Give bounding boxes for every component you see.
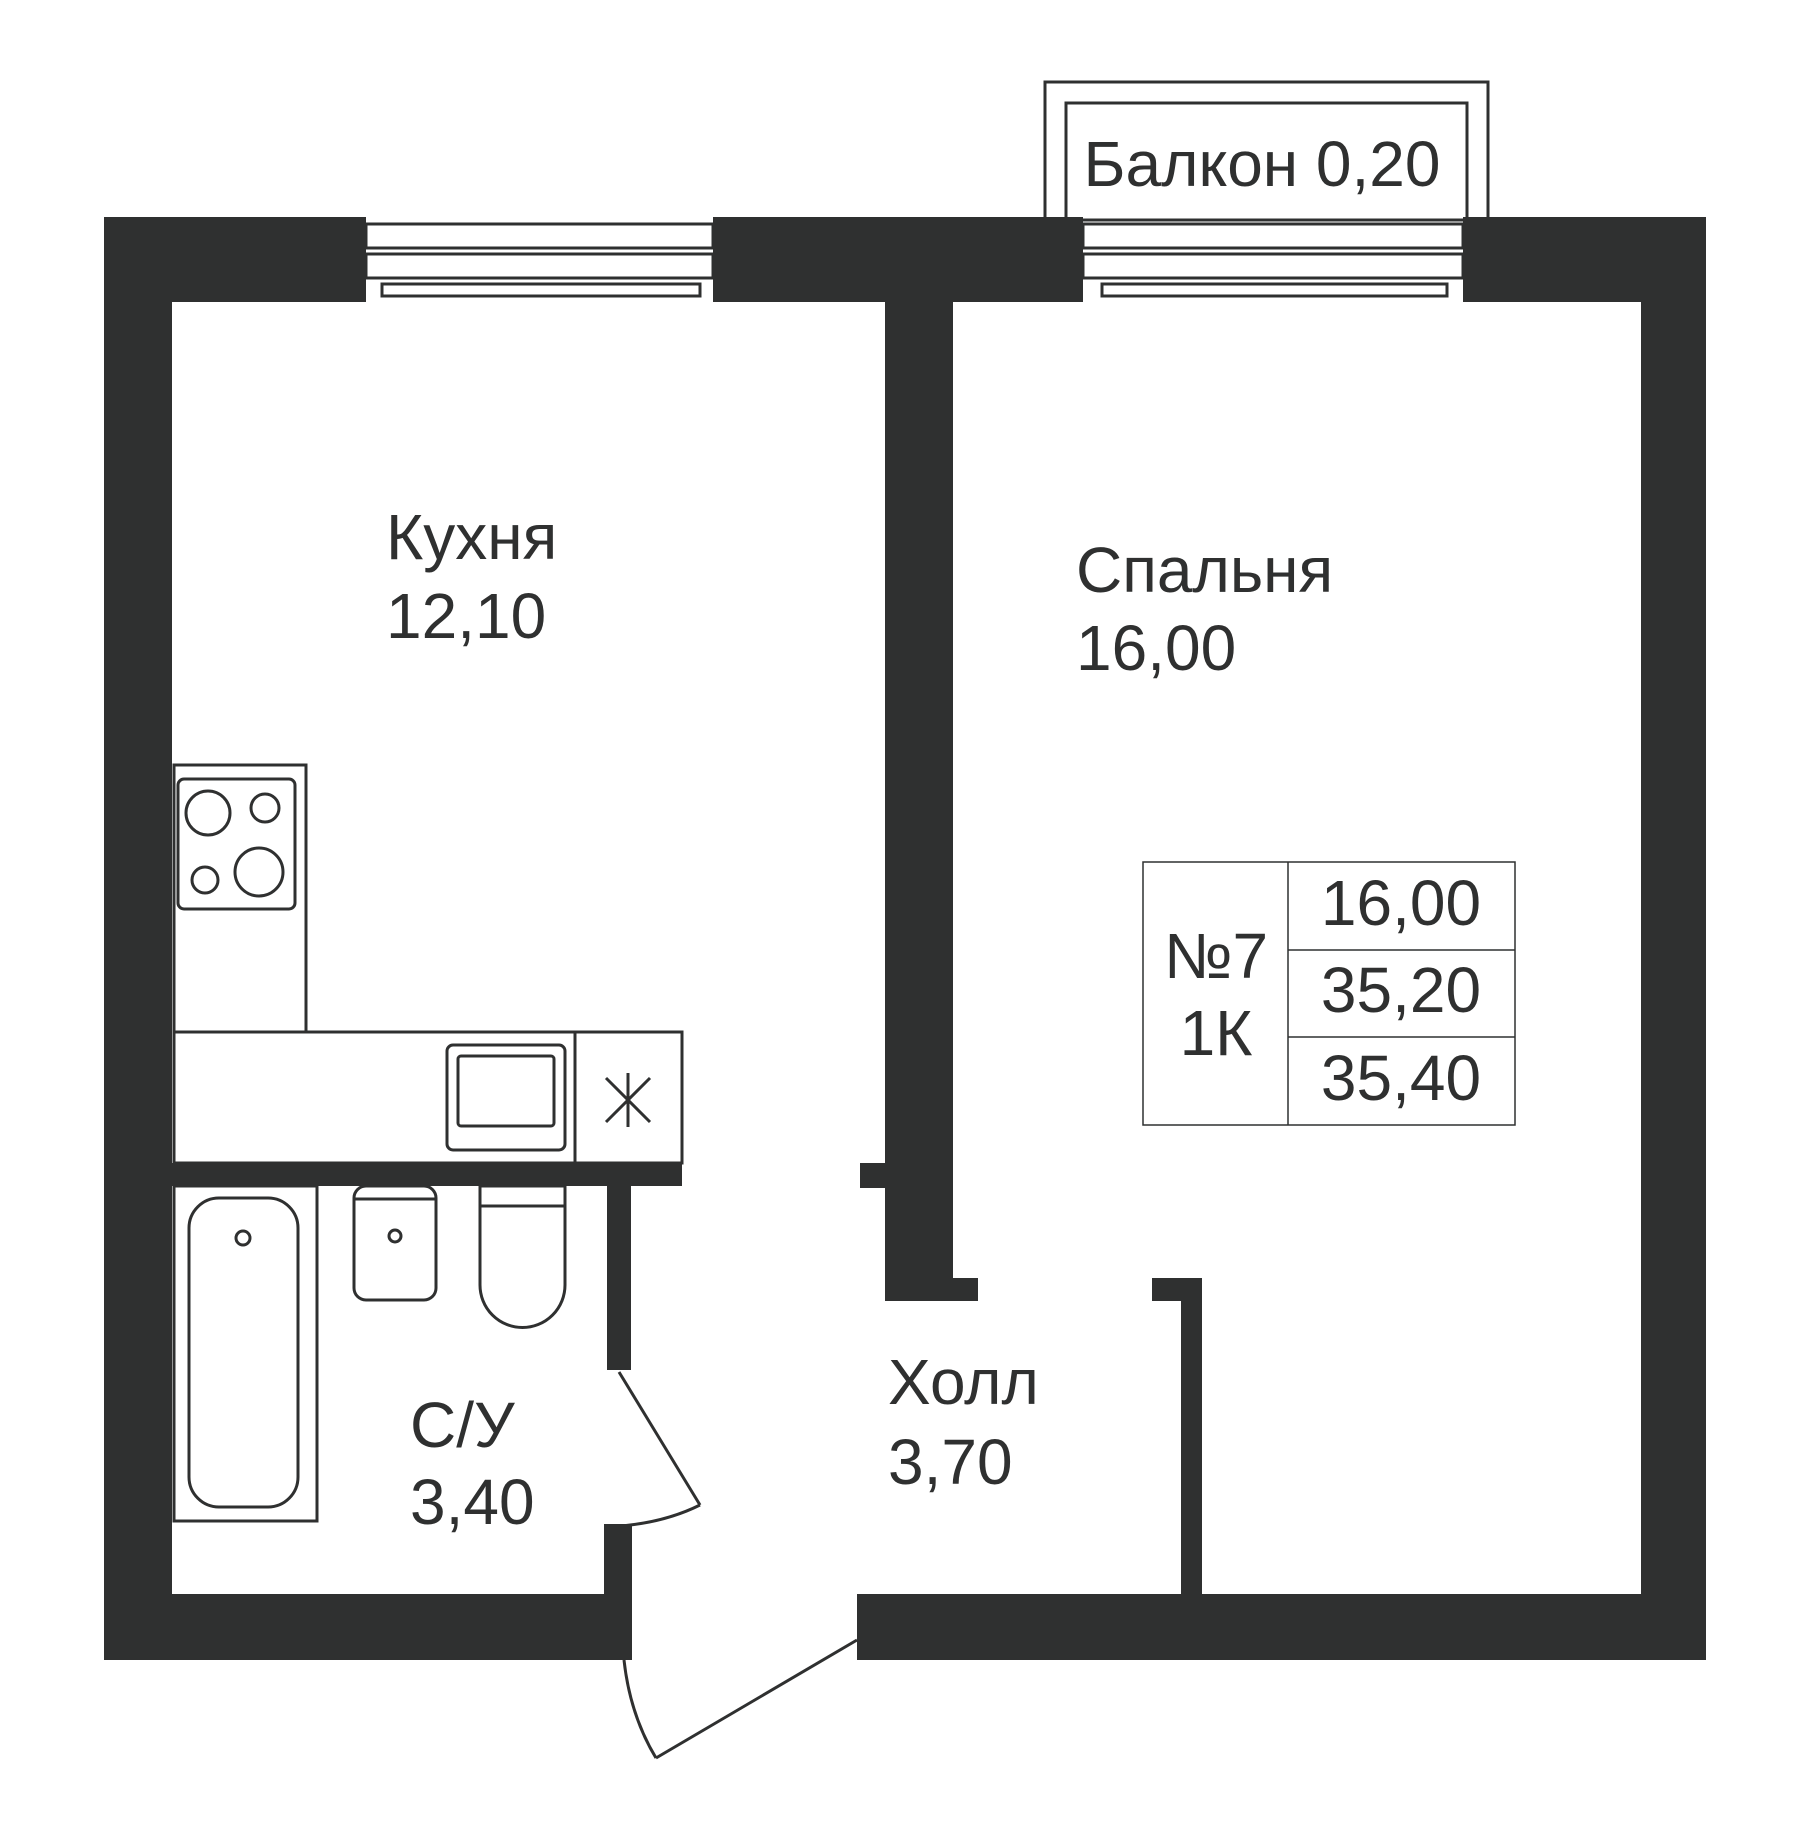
window-bedroom — [1081, 222, 1465, 298]
bathroom-name: С/У — [410, 1389, 515, 1461]
balcony: Балкон 0,20 — [1043, 80, 1490, 222]
kitchen-name: Кухня — [386, 501, 557, 573]
outer-walls — [104, 217, 1706, 1660]
bedroom-name: Спальня — [1076, 534, 1333, 606]
balcony-label: Балкон 0,20 — [1084, 128, 1441, 200]
toilet-icon — [478, 1184, 567, 1329]
hall-name: Холл — [888, 1346, 1039, 1418]
interior-walls — [172, 302, 1202, 1660]
bathtub-icon — [172, 1184, 319, 1523]
summary-table: №7 1К 16,00 35,20 35,40 — [1142, 861, 1516, 1126]
bathroom-area: 3,40 — [410, 1466, 535, 1538]
door-bathroom[interactable] — [604, 1371, 702, 1529]
window-kitchen — [364, 222, 715, 298]
bedroom-area: 16,00 — [1076, 612, 1236, 684]
stove — [172, 763, 308, 1034]
counter — [172, 1030, 684, 1165]
hall-area: 3,70 — [888, 1426, 1013, 1498]
sink-icon — [445, 1043, 567, 1152]
living-area: 16,00 — [1321, 867, 1481, 939]
kitchen-area: 12,10 — [386, 580, 546, 652]
door-entrance[interactable] — [622, 1638, 858, 1760]
washbasin-icon — [352, 1184, 438, 1302]
apartment-number: №7 — [1164, 920, 1268, 992]
fan-icon — [604, 1073, 652, 1127]
apartment-type: 1К — [1180, 997, 1253, 1069]
total-area-with-balcony: 35,40 — [1321, 1042, 1481, 1114]
total-area: 35,20 — [1321, 954, 1481, 1026]
